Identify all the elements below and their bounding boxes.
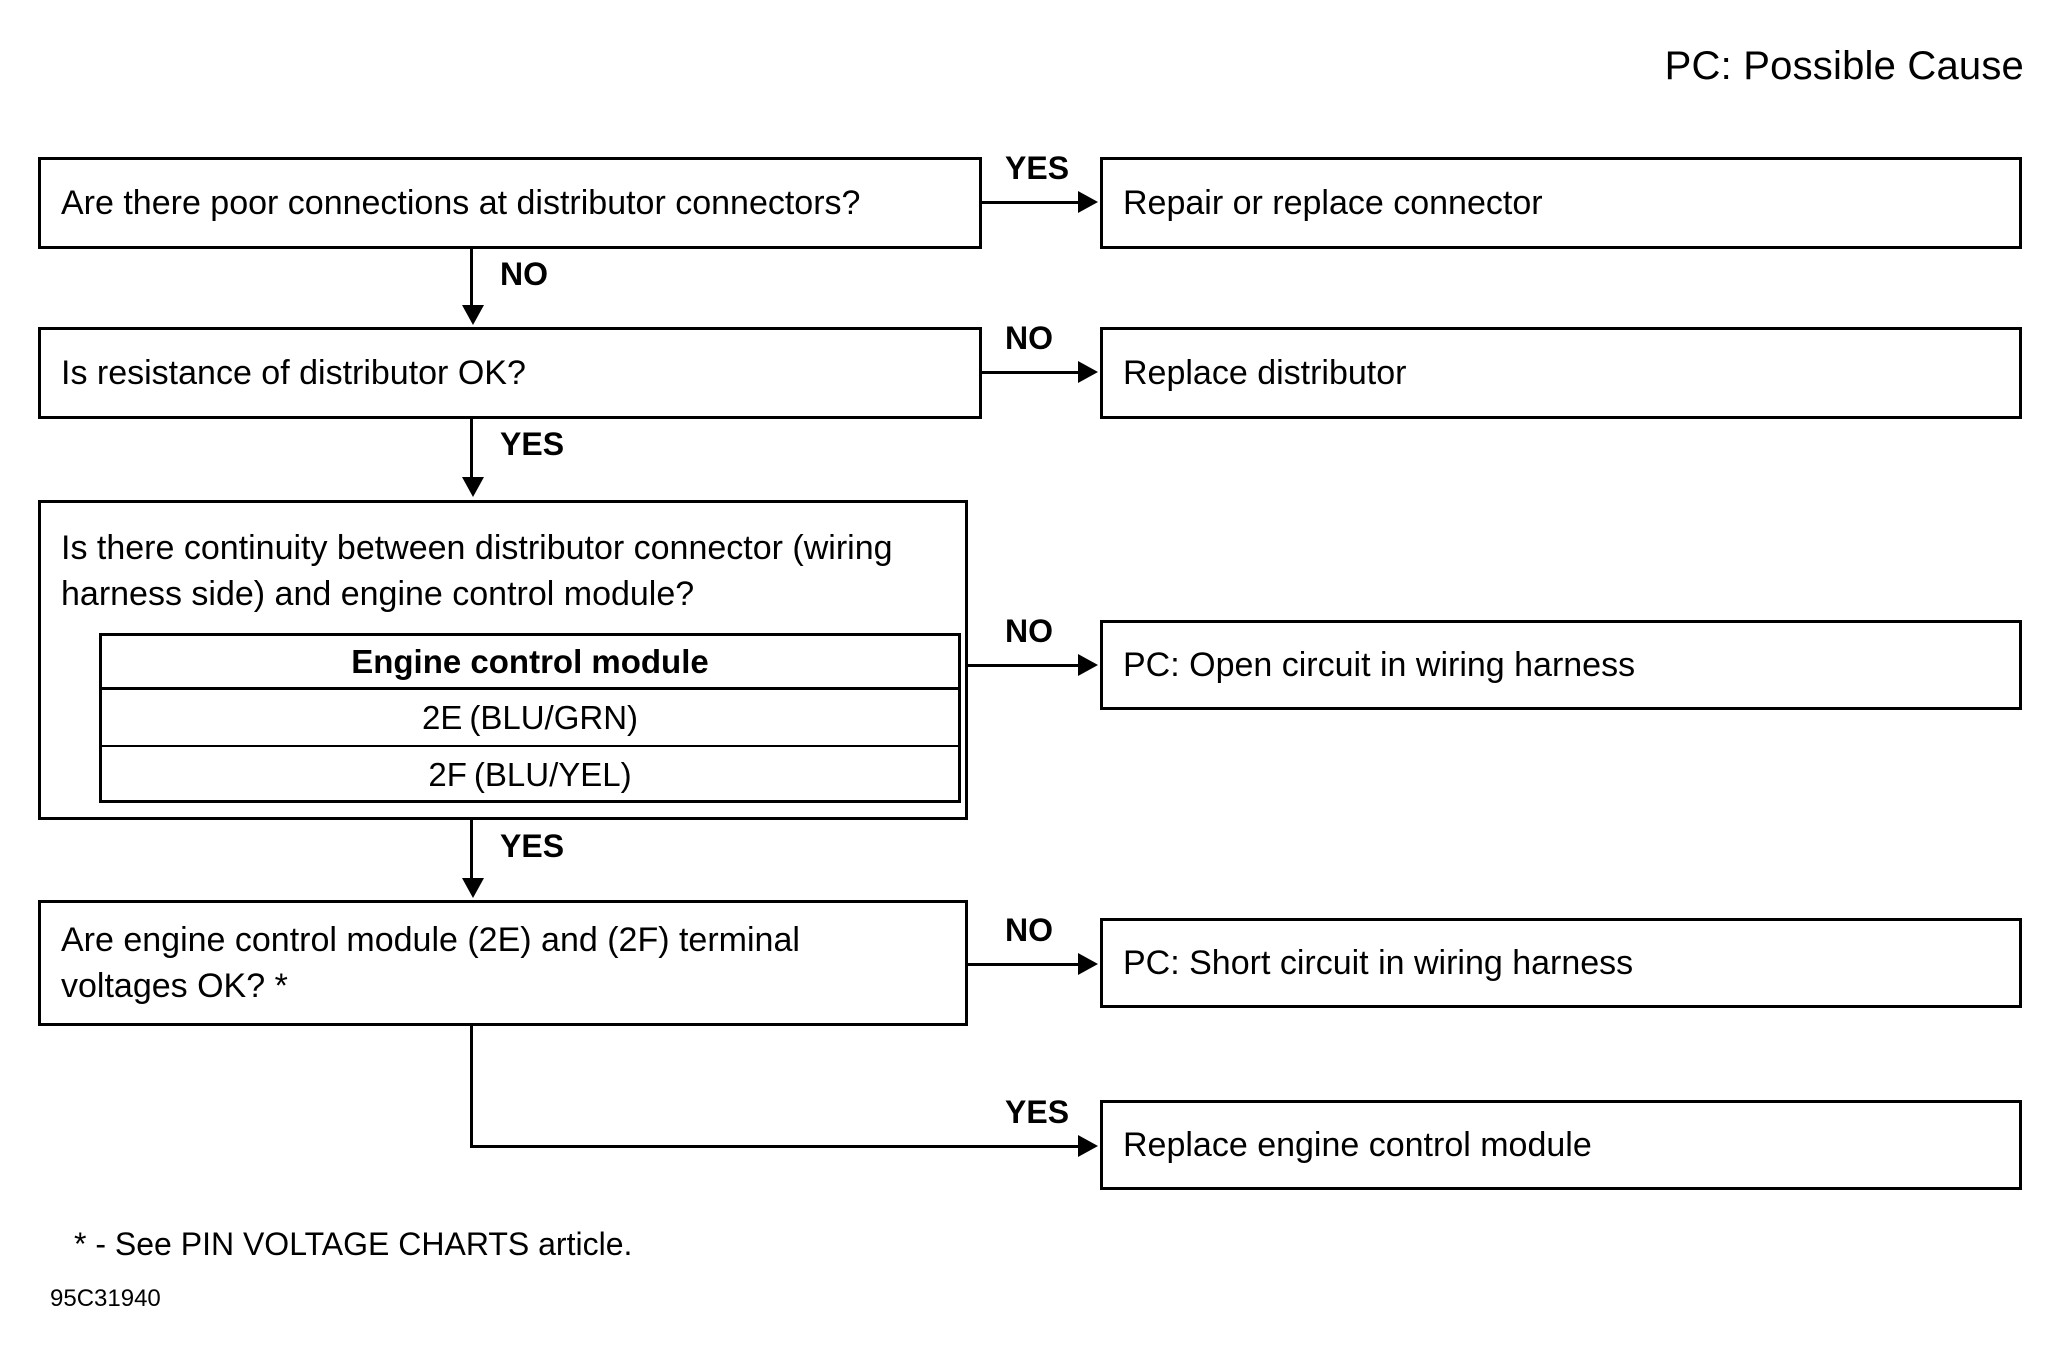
- footnote-pin-voltage-charts: * - See PIN VOLTAGE CHARTS article.: [74, 1226, 633, 1262]
- result-box-short-circuit-text: PC: Short circuit in wiring harness: [1123, 944, 1634, 982]
- connector-q4-no-arrowhead: [1078, 953, 1098, 975]
- result-box-open-circuit[interactable]: PC: Open circuit in wiring harness: [1100, 620, 2022, 710]
- legend-possible-cause: PC: Possible Cause: [1664, 44, 2024, 88]
- connector-q2-no-line: [982, 371, 1092, 374]
- connector-q3-yes-line: [470, 820, 473, 882]
- connector-q4-yes-horizontal: [470, 1145, 1092, 1148]
- result-box-replace-engine-control-module-text: Replace engine control module: [1123, 1126, 1592, 1164]
- table-cell-pin: 2E: [421, 698, 463, 736]
- table-cell-wire-color: (BLU/YEL): [473, 756, 632, 793]
- branch-label-q4-yes: YES: [1005, 1094, 1070, 1130]
- branch-label-q2-yes: YES: [500, 426, 565, 462]
- result-box-repair-replace-connector-text: Repair or replace connector: [1123, 184, 1543, 222]
- decision-box-poor-connections[interactable]: Are there poor connections at distributo…: [38, 157, 982, 249]
- connector-q1-no-line: [470, 249, 473, 309]
- table-cell-pin: 2F: [428, 756, 467, 793]
- decision-box-continuity[interactable]: Is there continuity between distributor …: [38, 500, 968, 820]
- connector-q3-no-arrowhead: [1078, 654, 1098, 676]
- connector-q1-yes-arrowhead: [1078, 191, 1098, 213]
- branch-label-q3-no: NO: [1005, 613, 1053, 649]
- connector-q2-yes-line: [470, 419, 473, 481]
- figure-id-label: 95C31940: [50, 1285, 161, 1312]
- connector-q2-no-arrowhead: [1078, 361, 1098, 383]
- branch-label-q3-yes: YES: [500, 828, 565, 864]
- table-cell-wire-color: (BLU/GRN): [469, 698, 639, 736]
- result-box-repair-replace-connector[interactable]: Repair or replace connector: [1100, 157, 2022, 249]
- result-box-open-circuit-text: PC: Open circuit in wiring harness: [1123, 646, 1636, 684]
- table-row: 2F (BLU/YEL): [102, 747, 958, 803]
- connector-q4-yes-arrowhead: [1078, 1135, 1098, 1157]
- connector-q3-no-line: [968, 664, 1092, 667]
- connector-q1-no-arrowhead: [462, 305, 484, 325]
- decision-box-distributor-resistance[interactable]: Is resistance of distributor OK?: [38, 327, 982, 419]
- branch-label-q1-yes: YES: [1005, 150, 1070, 186]
- connector-q1-yes-line: [982, 201, 1092, 204]
- decision-box-terminal-voltages[interactable]: Are engine control module (2E) and (2F) …: [38, 900, 968, 1026]
- engine-control-module-table: Engine control module 2E (BLU/GRN) 2F (B…: [99, 633, 961, 803]
- result-box-replace-distributor-text: Replace distributor: [1123, 354, 1407, 392]
- connector-q3-yes-arrowhead: [462, 878, 484, 898]
- table-row: 2E (BLU/GRN): [102, 690, 958, 747]
- result-box-replace-distributor[interactable]: Replace distributor: [1100, 327, 2022, 419]
- table-header-engine-control-module: Engine control module: [102, 636, 958, 690]
- branch-label-q1-no: NO: [500, 256, 548, 292]
- branch-label-q4-no: NO: [1005, 912, 1053, 948]
- connector-q4-yes-vertical: [470, 1026, 473, 1148]
- connector-q2-yes-arrowhead: [462, 477, 484, 497]
- branch-label-q2-no: NO: [1005, 320, 1053, 356]
- result-box-short-circuit[interactable]: PC: Short circuit in wiring harness: [1100, 918, 2022, 1008]
- result-box-replace-engine-control-module[interactable]: Replace engine control module: [1100, 1100, 2022, 1190]
- decision-box-distributor-resistance-text: Is resistance of distributor OK?: [61, 354, 526, 392]
- decision-box-poor-connections-text: Are there poor connections at distributo…: [61, 184, 861, 222]
- decision-box-terminal-voltages-text: Are engine control module (2E) and (2F) …: [61, 921, 800, 1005]
- connector-q4-no-line: [968, 963, 1092, 966]
- decision-box-continuity-text: Is there continuity between distributor …: [61, 529, 893, 613]
